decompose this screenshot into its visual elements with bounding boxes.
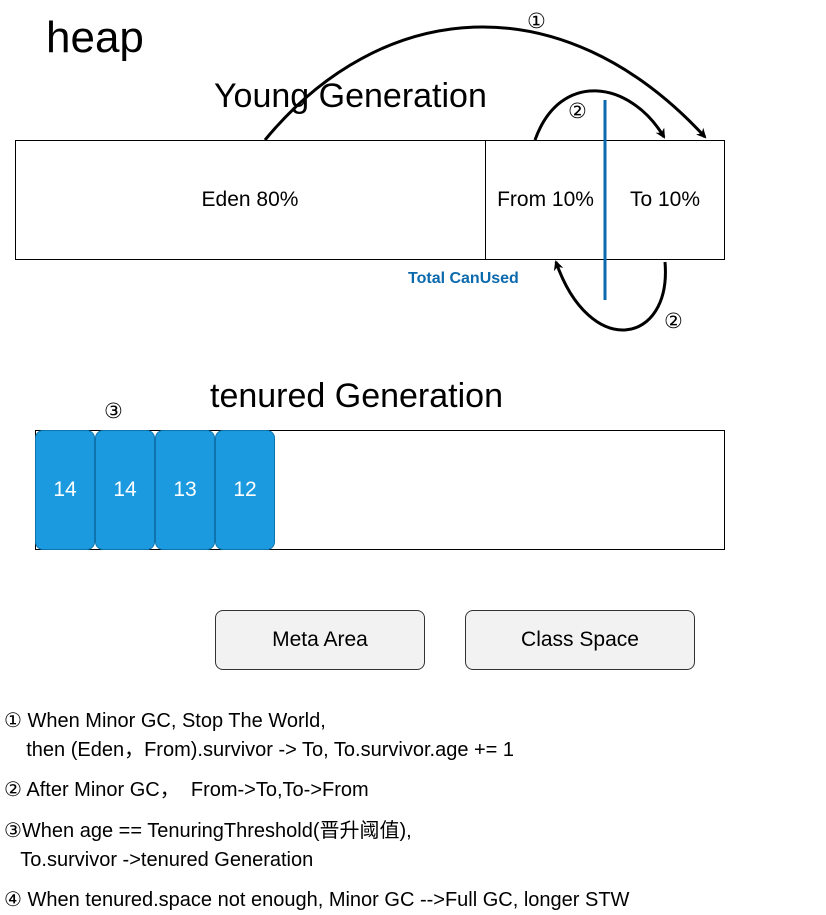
marker-3: ③	[104, 400, 123, 423]
age-cell: 13	[155, 430, 215, 550]
note-2: ② After Minor GC， From->To,To->From	[4, 779, 369, 801]
heap-title: heap	[46, 13, 144, 62]
age-cell: 14	[35, 430, 95, 550]
tenured-generation-title: tenured Generation	[210, 377, 503, 415]
note-1-line-2: then (Eden，From).survivor -> To, To.surv…	[4, 739, 515, 761]
marker-2-top: ②	[568, 100, 587, 123]
young-generation-title: Young Generation	[214, 77, 487, 115]
age-cell: 12	[215, 430, 275, 550]
note-4: ④ When tenured.space not enough, Minor G…	[4, 889, 630, 911]
arrow-eden-to-to	[263, 25, 707, 141]
to-survivor-space: To 10%	[629, 188, 701, 211]
marker-2-bottom: ②	[664, 310, 683, 333]
young-generation-box	[15, 140, 725, 260]
from-survivor-space: From 10%	[485, 140, 605, 260]
meta-area-box: Meta Area	[215, 610, 425, 670]
eden-space: Eden 80%	[201, 188, 299, 211]
age-cell: 14	[95, 430, 155, 550]
total-canused-label: Total CanUsed	[408, 270, 519, 287]
class-space-box: Class Space	[465, 610, 695, 670]
note-3-line-1: ③When age == TenuringThreshold(晋升阈值),	[4, 820, 412, 842]
note-3-line-2: To.survivor ->tenured Generation	[4, 849, 314, 871]
arrow-from-to-to	[533, 89, 666, 141]
arrow-to-to-from	[553, 260, 667, 332]
marker-1: ①	[527, 10, 546, 33]
note-1-line-1: ① When Minor GC, Stop The World,	[4, 710, 326, 732]
